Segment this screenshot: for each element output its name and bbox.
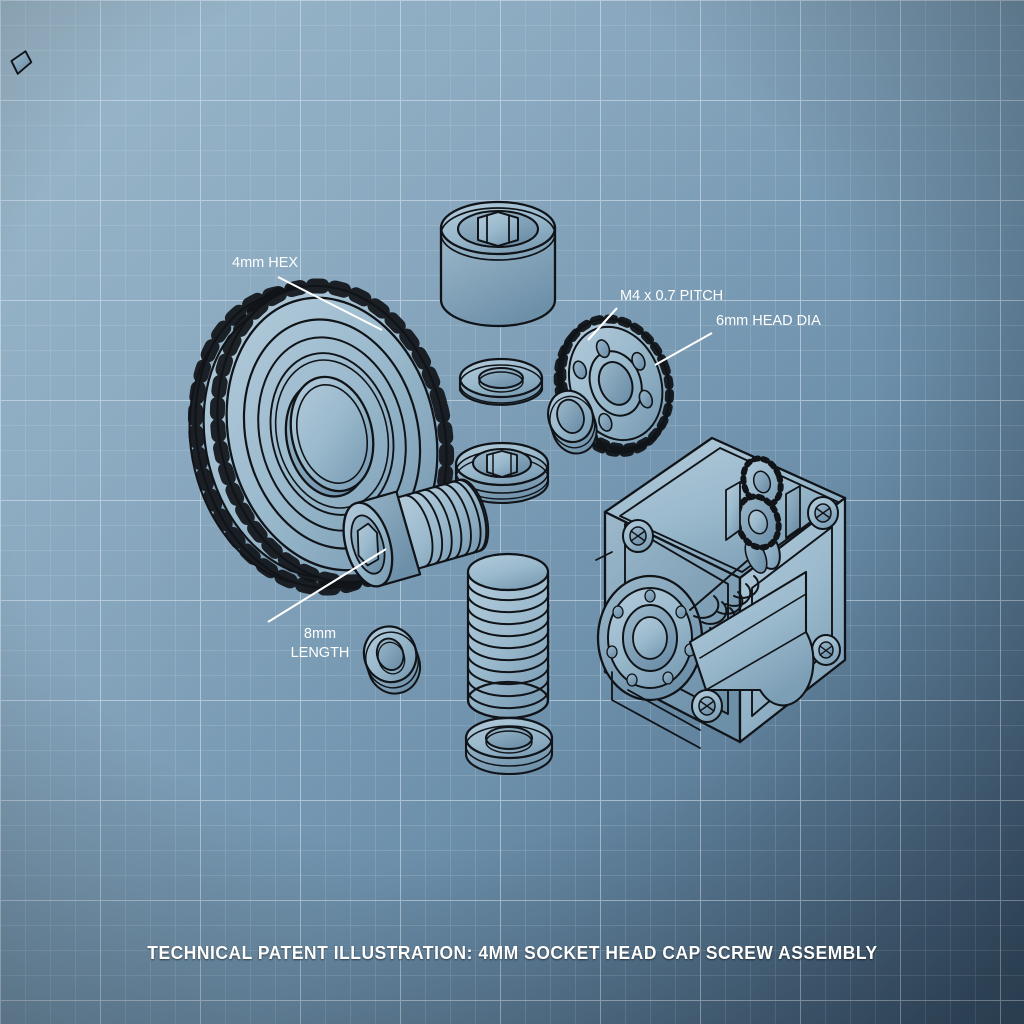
part-pinion-spacer-ring — [547, 389, 598, 455]
housing-bearing-face — [596, 574, 704, 702]
housing-drum — [688, 570, 815, 707]
part-socket-cap-head — [439, 200, 557, 328]
part-upper-washer — [458, 357, 544, 406]
label-head-diameter: 6mm HEAD DIA — [716, 313, 821, 329]
caption-text: TECHNICAL PATENT ILLUSTRATION: 4MM SOCKE… — [146, 942, 878, 963]
annotation-layer: 4mm HEX M4 x 0.7 PITCH 6mm HEAD DIA 8mm … — [232, 255, 821, 661]
leader-line-head-diameter — [654, 332, 713, 366]
housing-corner-bosses — [622, 496, 841, 723]
annotation-hex-size: 4mm HEX — [232, 255, 383, 331]
annotation-thread-pitch: M4 x 0.7 PITCH — [587, 288, 723, 341]
housing-small-gears — [725, 455, 801, 551]
part-gearbox-housing — [595, 436, 847, 749]
annotation-screw-length: 8mm LENGTH — [267, 548, 387, 661]
leader-line-hex-size — [277, 276, 383, 331]
part-lower-washer — [464, 716, 554, 776]
caption-bar: TECHNICAL PATENT ILLUSTRATION: 4MM SOCKE… — [0, 942, 1024, 964]
label-hex-size: 4mm HEX — [232, 255, 298, 271]
annotation-head-diameter: 6mm HEAD DIA — [654, 313, 821, 366]
leader-line-screw-length — [267, 548, 387, 623]
label-thread-pitch: M4 x 0.7 PITCH — [620, 288, 723, 304]
label-screw-length-line1: 8mm — [304, 626, 336, 642]
leader-line-thread-pitch — [587, 307, 618, 341]
part-small-washer — [362, 625, 422, 695]
label-screw-length-line2: LENGTH — [291, 645, 350, 661]
part-hex-bore-nut — [454, 441, 550, 505]
part-threaded-stud — [466, 552, 550, 720]
